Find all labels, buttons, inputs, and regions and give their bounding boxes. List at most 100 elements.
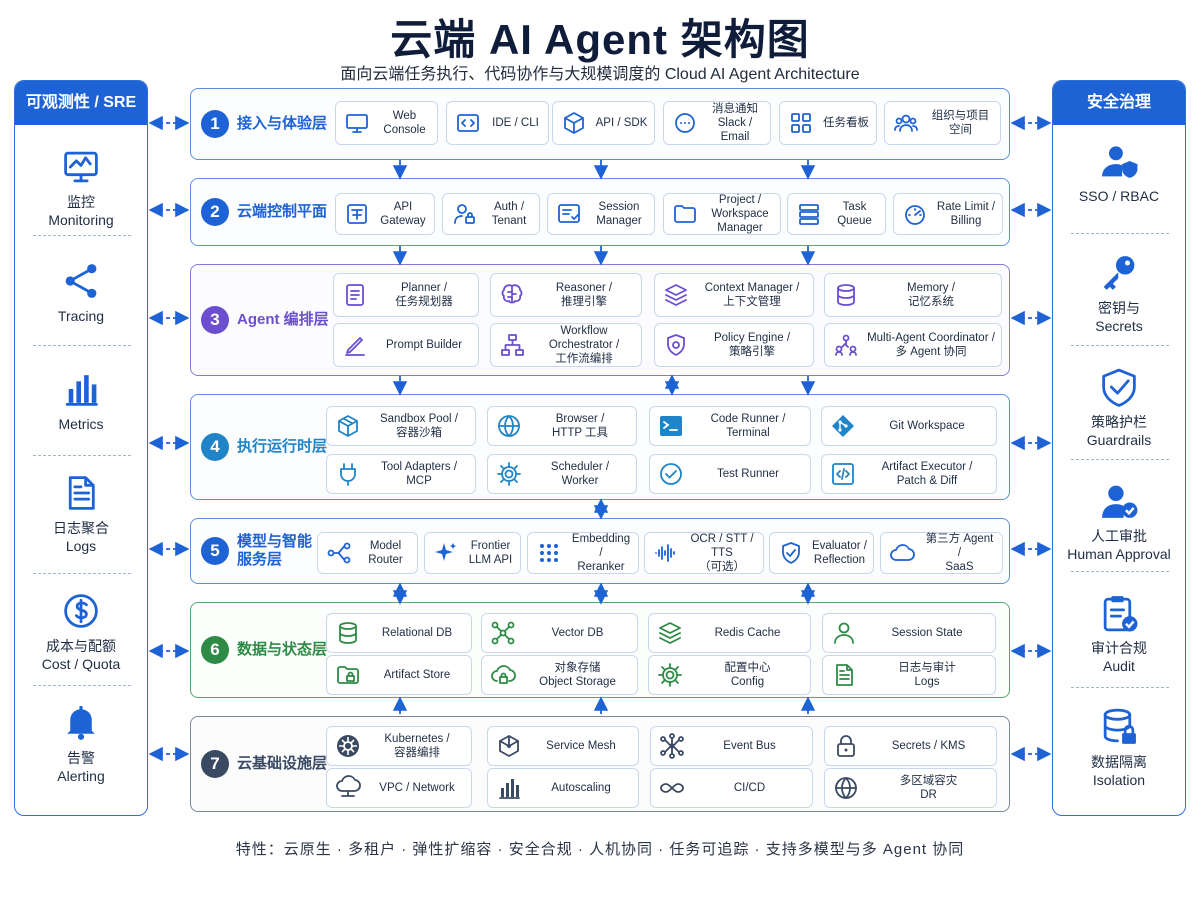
component-card[interactable]: Code Runner / Terminal: [649, 406, 811, 446]
observability-item-label: 成本与配额 Cost / Quota: [41, 638, 121, 672]
layer-number-badge: 4: [201, 433, 229, 461]
component-card[interactable]: API Gateway: [335, 193, 435, 235]
database-icon: [339, 622, 357, 644]
component-card[interactable]: Sandbox Pool / 容器沙箱: [326, 406, 476, 446]
component-card[interactable]: Tool Adapters / MCP: [326, 454, 476, 494]
component-card[interactable]: Browser / HTTP 工具: [487, 406, 637, 446]
component-card[interactable]: CI/CD: [650, 768, 813, 808]
component-card[interactable]: API / SDK: [552, 101, 655, 145]
component-label: Auth / Tenant: [491, 201, 527, 227]
globe-icon: [498, 415, 520, 437]
component-card[interactable]: Service Mesh: [487, 726, 639, 766]
component-card[interactable]: Vector DB: [481, 613, 638, 653]
component-card[interactable]: Prompt Builder: [333, 323, 479, 367]
observability-item[interactable]: Tracing: [15, 261, 147, 325]
helm-icon: [337, 735, 359, 757]
component-label: Code Runner / Terminal: [710, 413, 786, 439]
component-card[interactable]: Model Router: [317, 532, 418, 574]
users-icon: [894, 114, 918, 132]
security-item[interactable]: 密钥与 Secrets: [1053, 253, 1185, 335]
security-item[interactable]: 数据隔离 Isolation: [1053, 707, 1185, 789]
component-label: Redis Cache: [714, 627, 781, 639]
component-card[interactable]: 多区域容灾 DR: [824, 768, 997, 808]
component-label: Model Router: [368, 540, 403, 566]
component-card[interactable]: Policy Engine / 策略引擎: [654, 323, 814, 367]
component-label: Autoscaling: [551, 782, 611, 794]
component-card[interactable]: Autoscaling: [487, 768, 639, 808]
component-label: IDE / CLI: [492, 117, 539, 129]
observability-item[interactable]: 日志聚合 Logs: [15, 473, 147, 555]
component-label: Event Bus: [723, 740, 776, 752]
component-card[interactable]: OCR / STT / TTS （可选）: [644, 532, 764, 574]
component-card[interactable]: Frontier LLM API: [424, 532, 521, 574]
component-card[interactable]: Web Console: [335, 101, 438, 145]
security-item[interactable]: 审计合规 Audit: [1053, 593, 1185, 675]
component-card[interactable]: Scheduler / Worker: [487, 454, 637, 494]
observability-item[interactable]: 成本与配额 Cost / Quota: [15, 591, 147, 673]
component-card[interactable]: Session State: [822, 613, 996, 653]
code-icon: [457, 114, 479, 132]
document-icon: [836, 664, 853, 686]
gateway-icon: [347, 204, 367, 224]
component-card[interactable]: 日志与审计 Logs: [822, 655, 996, 695]
component-label: Secrets / KMS: [891, 740, 966, 752]
panel-divider: [33, 573, 131, 574]
component-label: 日志与审计 Logs: [898, 662, 956, 688]
security-item[interactable]: 策略护栏 Guardrails: [1053, 367, 1185, 449]
observability-item[interactable]: Metrics: [15, 369, 147, 433]
security-item[interactable]: SSO / RBAC: [1053, 141, 1185, 205]
component-card[interactable]: Artifact Executor / Patch & Diff: [821, 454, 997, 494]
component-card[interactable]: Session Manager: [547, 193, 655, 235]
component-card[interactable]: 消息通知 Slack / Email: [663, 101, 771, 145]
component-card[interactable]: Evaluator / Reflection: [769, 532, 874, 574]
component-label: Workflow Orchestrator / 工作流编排: [548, 325, 620, 365]
component-card[interactable]: Test Runner: [649, 454, 811, 494]
component-label: CI/CD: [733, 782, 766, 794]
component-card[interactable]: 组织与项目空间: [884, 101, 1001, 145]
component-card[interactable]: 第三方 Agent / SaaS: [880, 532, 1003, 574]
layer-number-badge: 1: [201, 110, 229, 138]
observability-item[interactable]: 监控 Monitoring: [15, 147, 147, 229]
component-card[interactable]: Redis Cache: [648, 613, 811, 653]
component-card[interactable]: Reasoner / 推理引擎: [490, 273, 642, 317]
component-card[interactable]: 配置中心 Config: [648, 655, 811, 695]
component-card[interactable]: Rate Limit / Billing: [893, 193, 1003, 235]
component-card[interactable]: Git Workspace: [821, 406, 997, 446]
component-card[interactable]: Workflow Orchestrator / 工作流编排: [490, 323, 642, 367]
cloud-icon: [890, 544, 915, 561]
component-card[interactable]: Secrets / KMS: [824, 726, 997, 766]
component-label: Prompt Builder: [385, 339, 463, 351]
security-item-label: 密钥与 Secrets: [1095, 300, 1143, 334]
component-card[interactable]: Auth / Tenant: [442, 193, 540, 235]
component-card[interactable]: 对象存储 Object Storage: [481, 655, 638, 695]
check-circle-icon: [660, 463, 682, 485]
component-card[interactable]: Embedding / Reranker: [527, 532, 639, 574]
observability-item[interactable]: 告警 Alerting: [15, 703, 147, 785]
component-label: Web Console: [383, 110, 426, 136]
panel-divider: [33, 685, 131, 686]
gear-icon: [658, 663, 682, 687]
layer-number-badge: 3: [201, 306, 229, 334]
component-card[interactable]: Relational DB: [326, 613, 472, 653]
grid-icon: [791, 113, 811, 133]
checklist-icon: [346, 284, 364, 306]
component-card[interactable]: Multi-Agent Coordinator / 多 Agent 协同: [824, 323, 1002, 367]
component-label: Evaluator / Reflection: [812, 540, 867, 566]
document-icon: [68, 476, 95, 510]
component-card[interactable]: Context Manager / 上下文管理: [654, 273, 814, 317]
component-card[interactable]: Event Bus: [650, 726, 813, 766]
component-card[interactable]: Kubernetes / 容器编排: [326, 726, 472, 766]
security-panel-header: 安全治理: [1053, 81, 1185, 125]
component-card[interactable]: VPC / Network: [326, 768, 472, 808]
component-card[interactable]: Planner / 任务规划器: [333, 273, 479, 317]
component-card[interactable]: IDE / CLI: [446, 101, 549, 145]
component-card[interactable]: 任务看板: [779, 101, 877, 145]
component-card[interactable]: Artifact Store: [326, 655, 472, 695]
security-item[interactable]: 人工审批 Human Approval: [1053, 481, 1185, 563]
component-card[interactable]: Task Queue: [787, 193, 886, 235]
component-label: 对象存储 Object Storage: [539, 662, 616, 688]
component-label: Context Manager / 上下文管理: [704, 282, 800, 308]
component-card[interactable]: Memory / 记忆系统: [824, 273, 1002, 317]
component-card[interactable]: Project / Workspace Manager: [663, 193, 781, 235]
